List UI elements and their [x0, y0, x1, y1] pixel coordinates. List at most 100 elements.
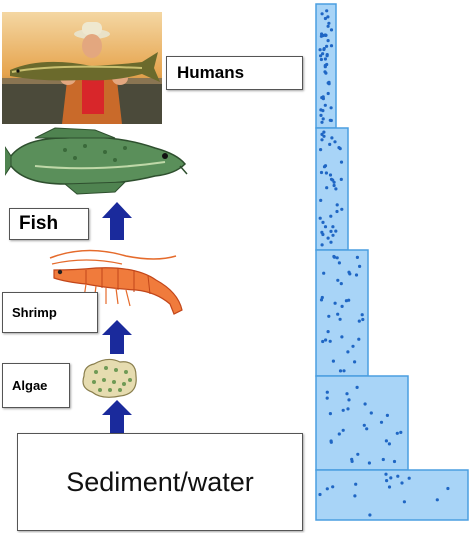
contaminant-dot: [368, 513, 371, 516]
contaminant-dot: [329, 173, 332, 176]
contaminant-dot: [327, 22, 330, 25]
contaminant-dot: [336, 256, 339, 259]
fish-icon: [5, 126, 189, 196]
contaminant-dot: [361, 313, 364, 316]
contaminant-dot: [335, 210, 338, 213]
contaminant-dot: [333, 256, 336, 259]
contaminant-dot: [322, 272, 325, 275]
contaminant-dot: [319, 114, 322, 117]
contaminant-dot: [363, 424, 366, 427]
contaminant-dot: [320, 298, 323, 301]
contaminant-dot: [329, 230, 332, 233]
contaminant-dot: [356, 256, 359, 259]
contaminant-dot: [333, 140, 336, 143]
pyramid-level-4: [316, 376, 408, 470]
contaminant-dot: [368, 461, 371, 464]
contaminant-dot: [321, 340, 324, 343]
contaminant-dot: [327, 92, 330, 95]
contaminant-dot: [338, 432, 341, 435]
contaminant-dot: [319, 148, 322, 151]
contaminant-dot: [324, 17, 327, 20]
contaminant-dot: [361, 318, 364, 321]
contaminant-dot: [446, 487, 449, 490]
contaminant-dot: [327, 25, 330, 28]
contaminant-dot: [346, 407, 349, 410]
contaminant-dot: [321, 109, 324, 112]
contaminant-dot: [320, 58, 323, 61]
contaminant-dot: [330, 106, 333, 109]
contaminant-dot: [324, 225, 327, 228]
contaminant-dot: [326, 53, 329, 56]
contaminant-dot: [340, 335, 343, 338]
contaminant-dot: [340, 208, 343, 211]
shrimp-label: Shrimp: [2, 292, 98, 333]
contaminant-dot: [327, 315, 330, 318]
contaminant-dot: [327, 39, 330, 42]
contaminant-dot: [326, 487, 329, 490]
contaminant-dot: [331, 179, 334, 182]
contaminant-dot: [345, 299, 348, 302]
contaminant-dot: [353, 360, 356, 363]
contaminant-dot: [365, 427, 368, 430]
contaminant-dot: [322, 117, 325, 120]
contaminant-dot: [327, 330, 330, 333]
contaminant-dot: [325, 171, 328, 174]
contaminant-dot: [388, 442, 391, 445]
contaminant-dot: [329, 119, 332, 122]
contaminant-dot: [325, 9, 328, 12]
contaminant-dot: [326, 391, 329, 394]
contaminant-dot: [353, 494, 356, 497]
contaminant-dot: [393, 460, 396, 463]
contaminant-dot: [336, 313, 339, 316]
contaminant-dot: [322, 48, 325, 51]
humans-label-text: Humans: [177, 63, 244, 83]
contaminant-dot: [350, 458, 353, 461]
contaminant-dot: [318, 493, 321, 496]
contaminant-dot: [339, 369, 342, 372]
contaminant-dot: [364, 402, 367, 405]
contaminant-dot: [345, 392, 348, 395]
human-with-fish-photo: [2, 12, 162, 124]
contaminant-dot: [327, 237, 330, 240]
contaminant-dot: [330, 28, 333, 31]
contaminant-dot: [337, 146, 340, 149]
contaminant-dot: [388, 485, 391, 488]
contaminant-dot: [351, 345, 354, 348]
contaminant-dot: [338, 261, 341, 264]
contaminant-dot: [319, 48, 322, 51]
algae-label: Algae: [2, 363, 70, 408]
contaminant-dot: [408, 477, 411, 480]
contaminant-dot: [324, 57, 327, 60]
contaminant-dot: [327, 81, 330, 84]
fish-label-text: Fish: [19, 213, 58, 235]
contaminant-dot: [330, 44, 333, 47]
algae-label-text: Algae: [12, 378, 47, 393]
contaminant-dot: [325, 186, 328, 189]
contaminant-dot: [319, 199, 322, 202]
contaminant-dot: [396, 432, 399, 435]
contaminant-dot: [319, 217, 322, 220]
contaminant-dot: [399, 431, 402, 434]
contaminant-dot: [358, 265, 361, 268]
contaminant-dot: [329, 241, 332, 244]
contaminant-dot: [330, 439, 333, 442]
contaminant-dot: [339, 318, 342, 321]
contaminant-dot: [436, 498, 439, 501]
contaminant-dot: [346, 350, 349, 353]
contaminant-dot: [340, 178, 343, 181]
contaminant-dot: [340, 161, 343, 164]
contaminant-dot: [329, 412, 332, 415]
contaminant-dot: [347, 398, 350, 401]
contaminant-dot: [342, 409, 345, 412]
contaminant-dot: [320, 121, 323, 124]
contaminant-dot: [328, 143, 331, 146]
contaminant-dot: [342, 429, 345, 432]
arrow-up-icon: [100, 200, 134, 242]
contaminant-dot: [355, 273, 358, 276]
contaminant-dot: [330, 136, 333, 139]
contaminant-dot: [356, 453, 359, 456]
contaminant-dot: [326, 397, 329, 400]
contaminant-dot: [358, 320, 361, 323]
contaminant-dot: [396, 475, 399, 478]
contaminant-dot: [382, 458, 385, 461]
